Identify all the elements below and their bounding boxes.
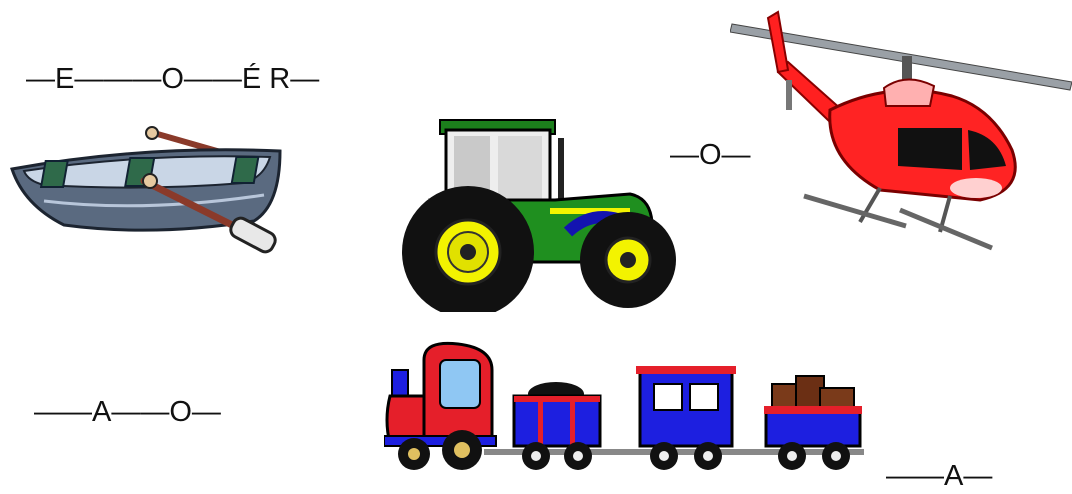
train-icon (384, 341, 864, 470)
rowboat-icon (10, 126, 282, 254)
clue-helicopter: —O— (670, 139, 751, 171)
tractor-icon (402, 119, 676, 312)
clue-tractor: ——A——O— (34, 396, 221, 428)
helicopter-icon (730, 10, 1072, 251)
clue-train: ——A— (886, 460, 993, 492)
clue-boat: —E———O——É R— (26, 63, 320, 95)
